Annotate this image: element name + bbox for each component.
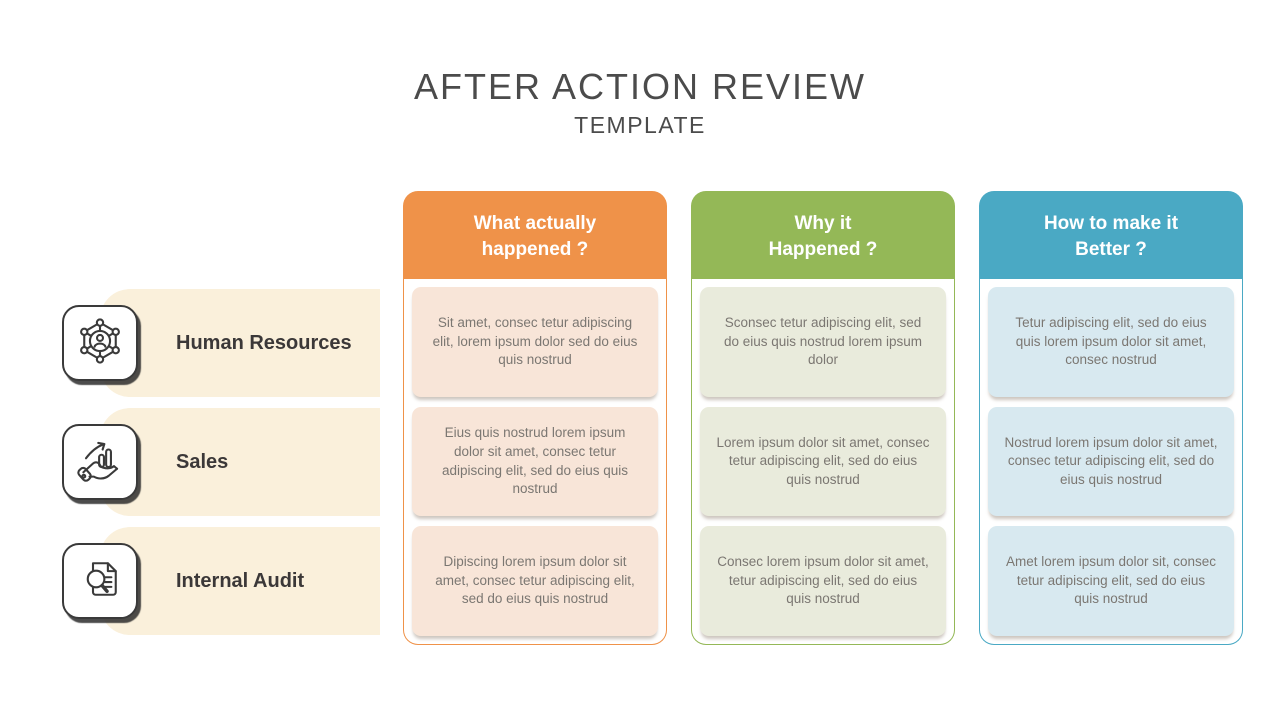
row-bar-internal-audit [100,527,380,635]
cell-make-better-sales: Nostrud lorem ipsum dolor sit amet, cons… [988,406,1234,517]
cell-what-happened-sales: Eius quis nostrud lorem ipsum dolor sit … [412,406,658,517]
column-how-to-make-it-better: How to make it Better ? Tetur adipiscing… [979,191,1243,645]
cell-why-happened-human-resources: Sconsec tetur adipiscing elit, sed do ei… [700,287,946,397]
row-label-human-resources: Human Resources [176,331,352,354]
sales-growth-icon [72,432,128,493]
cell-what-happened-internal-audit: Dipiscing lorem ipsum dolor sit amet, co… [412,526,658,637]
sales-icon-box [62,424,138,500]
cell-why-happened-internal-audit: Consec lorem ipsum dolor sit amet, tetur… [700,526,946,637]
row-label-internal-audit: Internal Audit [176,569,305,592]
human-resources-icon-box [62,305,138,381]
column-header-how-to-make-it-better: How to make it Better ? [979,191,1243,279]
column-why-it-happened: Why it Happened ? Sconsec tetur adipisci… [691,191,955,645]
column-what-actually-happened: What actually happened ? Sit amet, conse… [403,191,667,645]
title-block: AFTER ACTION REVIEW TEMPLATE [0,66,1280,139]
audit-document-search-icon [72,551,128,612]
column-body: Sit amet, consec tetur adipiscing elit, … [403,279,667,645]
page-title: AFTER ACTION REVIEW [413,66,867,107]
page-subtitle: TEMPLATE [574,112,706,138]
column-body: Tetur adipiscing elit, sed do eius quis … [979,279,1243,645]
row-label-sales: Sales [176,450,229,473]
cell-make-better-internal-audit: Amet lorem ipsum dolor sit, consec tetur… [988,526,1234,637]
column-header-what-actually-happened: What actually happened ? [403,191,667,279]
column-header-why-it-happened: Why it Happened ? [691,191,955,279]
internal-audit-icon-box [62,543,138,619]
row-bar-human-resources [100,289,380,397]
row-bar-sales [100,408,380,516]
cell-what-happened-human-resources: Sit amet, consec tetur adipiscing elit, … [412,287,658,397]
column-body: Sconsec tetur adipiscing elit, sed do ei… [691,279,955,645]
cell-why-happened-sales: Lorem ipsum dolor sit amet, consec tetur… [700,406,946,517]
hr-network-icon [72,313,128,374]
cell-make-better-human-resources: Tetur adipiscing elit, sed do eius quis … [988,287,1234,397]
